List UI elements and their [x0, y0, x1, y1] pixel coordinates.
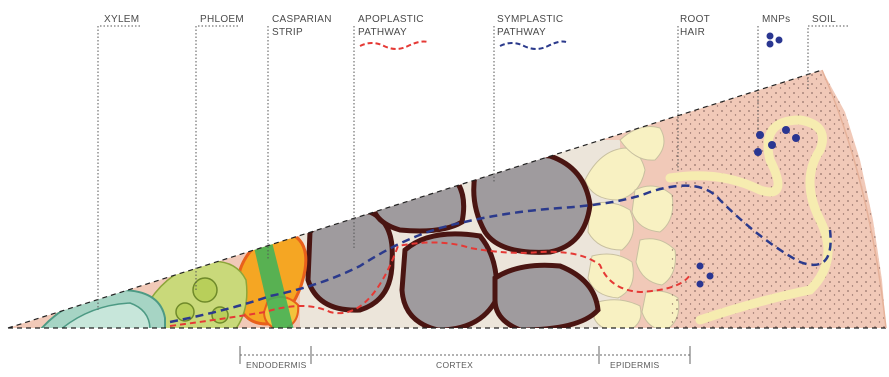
range-cortex: CORTEX: [436, 360, 473, 370]
label-apoplastic-2: PATHWAY: [358, 27, 407, 38]
label-casparian-strip-2: STRIP: [272, 27, 303, 38]
label-symplastic-1: SYMPLASTIC: [497, 14, 563, 25]
label-casparian-strip-1: CASPARIAN: [272, 14, 332, 25]
labels: XYLEM PHLOEM CASPARIAN STRIP APOPLASTIC …: [104, 14, 836, 38]
label-root-hair-2: HAIR: [680, 27, 705, 38]
label-soil: SOIL: [812, 14, 836, 25]
range-endodermis: ENDODERMIS: [246, 360, 307, 370]
range-markers: ENDODERMIS CORTEX EPIDERMIS: [240, 346, 690, 370]
label-root-hair-1: ROOT: [680, 14, 710, 25]
xylem-tissue: [40, 290, 165, 330]
symplastic-legend-swatch: [500, 42, 566, 50]
cortex-cells: [308, 155, 598, 330]
range-epidermis: EPIDERMIS: [610, 360, 659, 370]
apoplastic-legend-swatch: [360, 42, 428, 50]
mnps-legend-icon: [767, 33, 783, 48]
label-symplastic-2: PATHWAY: [497, 27, 546, 38]
label-apoplastic-1: APOPLASTIC: [358, 14, 424, 25]
label-xylem: XYLEM: [104, 14, 139, 25]
label-phloem: PHLOEM: [200, 14, 244, 25]
label-mnps: MNPs: [762, 14, 790, 25]
